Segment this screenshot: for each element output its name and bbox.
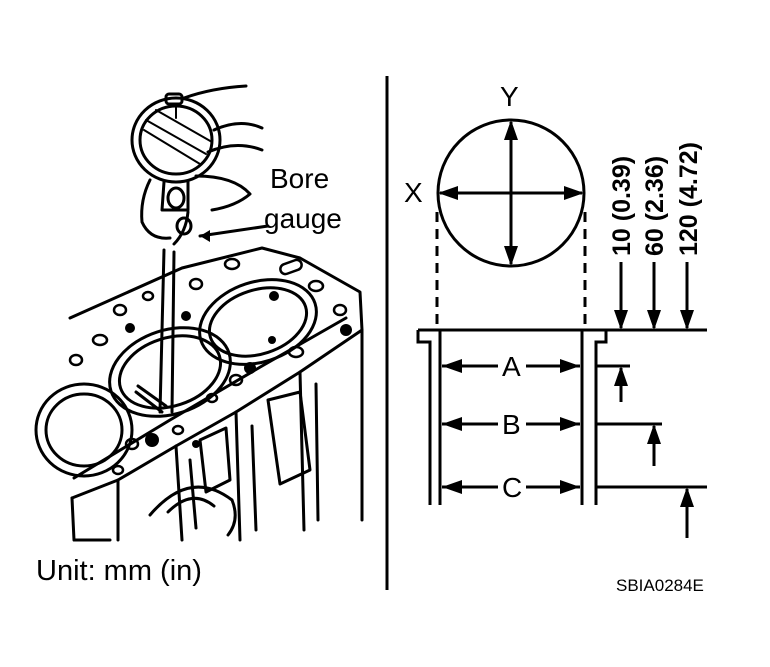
bore-top-view: [436, 118, 586, 268]
bore-gauge-label-line2: gauge: [264, 203, 342, 234]
top-view-arrowheads: [438, 120, 584, 266]
level-b-label: B: [502, 409, 521, 440]
level-lines: [442, 364, 707, 489]
cylinder-block: [68, 246, 364, 542]
cylinder-section: [416, 328, 707, 505]
axis-x-label: X: [404, 177, 423, 208]
dial-indicator: [130, 92, 222, 212]
deck-holes: [68, 257, 348, 476]
unit-label: Unit: mm (in): [36, 555, 202, 587]
bore-gauge-illustration: [34, 84, 364, 542]
dimension-60-label: 60 (2.36): [641, 156, 669, 256]
dimension-10-label: 10 (0.39): [608, 156, 636, 256]
cylinder-bores: [34, 278, 318, 478]
offset-arrowheads: [614, 310, 694, 507]
figure-code: SBIA0284E: [616, 576, 704, 595]
hand: [140, 84, 264, 246]
measurement-diagram: [416, 118, 707, 538]
deck-holes-filled: [125, 291, 352, 448]
level-c-label: C: [502, 472, 522, 503]
axis-y-label: Y: [500, 81, 519, 112]
bore-gauge-label-line1: Bore: [270, 163, 329, 194]
level-a-label: A: [502, 351, 521, 382]
gauge-rod: [134, 248, 176, 414]
level-arrowheads: [442, 359, 580, 494]
dimension-120-label: 120 (4.72): [675, 142, 703, 256]
label-leader-arrow: [198, 224, 270, 238]
offset-dimension-lines: [619, 262, 689, 538]
